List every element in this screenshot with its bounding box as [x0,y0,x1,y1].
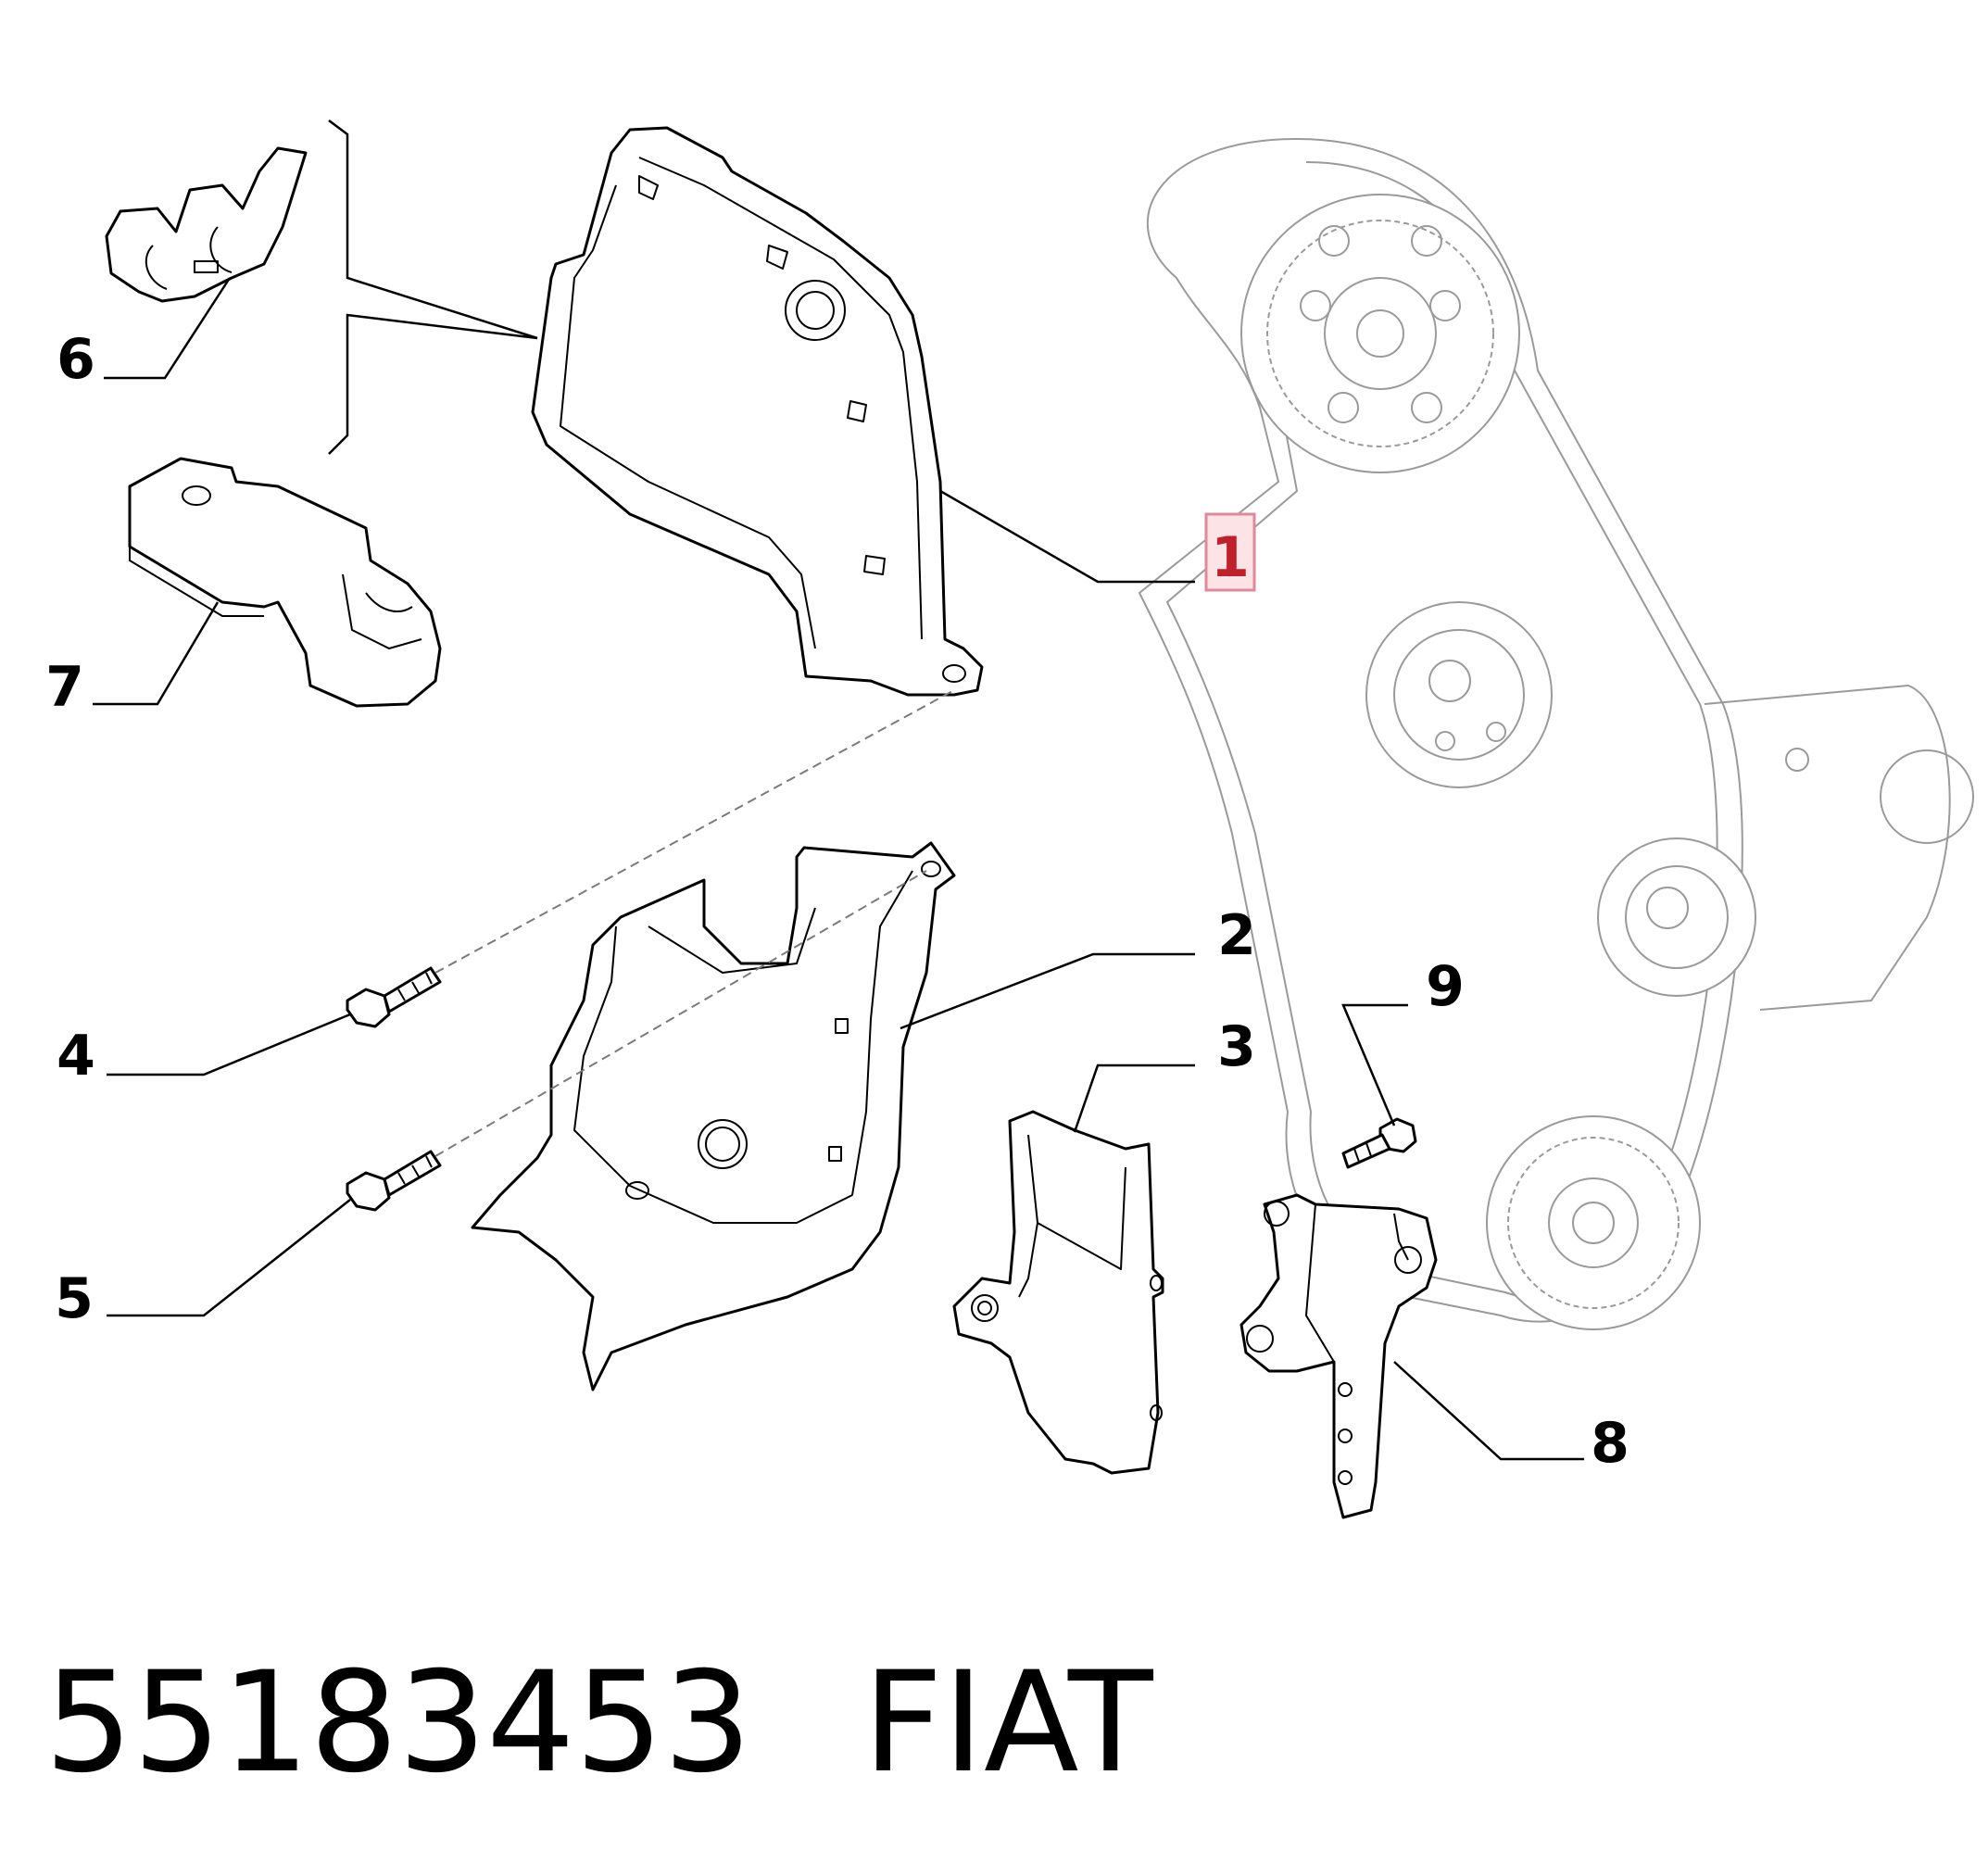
callout-labels: 1 2 3 4 5 6 7 8 9 [45,327,1629,1476]
exploded-parts-diagram: 1 2 3 4 5 6 7 8 9 [45,120,1974,1519]
callout-9[interactable]: 9 [1426,954,1465,1019]
part-8-bracket [1239,1193,1438,1519]
callout-1[interactable]: 1 [1211,525,1250,590]
part-5-bolt [346,1150,442,1212]
leader-lines [93,277,1584,1461]
callout-8[interactable]: 8 [1591,1411,1629,1476]
callout-3[interactable]: 3 [1217,1014,1256,1079]
callout-7[interactable]: 7 [45,655,84,720]
part-caption: 55183453 FIAT [44,1640,1153,1806]
brand-name: FIAT [862,1643,1153,1804]
part-9-bolt [1341,1117,1417,1169]
part-3-cover-plate [952,1110,1164,1475]
callout-6[interactable]: 6 [57,327,95,392]
group-bracket [328,120,538,455]
callout-4[interactable]: 4 [57,1024,95,1089]
callout-1-highlight [1204,512,1256,592]
part-4-bolt [346,966,442,1028]
part-7-bracket-clip [128,457,442,708]
part-number: 55183453 [44,1643,752,1804]
part-6-pipe-clip [105,146,308,303]
assembly-lines [434,689,955,1157]
callout-5[interactable]: 5 [55,1266,94,1331]
part-1-upper-timing-cover [531,126,984,697]
part-2-lower-timing-cover [471,841,956,1391]
callout-2[interactable]: 2 [1217,903,1256,968]
timing-belt-assembly [1138,137,1974,1330]
